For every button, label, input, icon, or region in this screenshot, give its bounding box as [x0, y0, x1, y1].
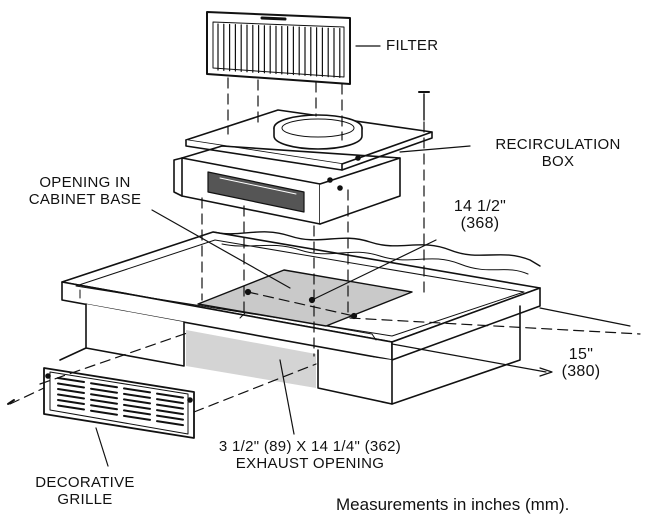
break-line [213, 231, 541, 267]
grille-slot [57, 388, 85, 394]
grille-slot [123, 398, 151, 405]
grille-slot [156, 403, 184, 410]
depth-dimension-label: 15" (380) [561, 346, 601, 380]
recirculation-box-label: RECIRCULATION BOX [495, 136, 621, 170]
grille-slot [156, 398, 184, 405]
grille-slot [90, 398, 118, 405]
grille-slot [57, 404, 85, 411]
grille-slot [156, 414, 184, 421]
exhaust-opening-label: 3 1/2" (89) X 14 1/4" (362) EXHAUST OPEN… [218, 438, 402, 472]
grille-slot [57, 393, 85, 400]
grille-slot [90, 393, 118, 400]
measurements-note: Measurements in inches (mm). [336, 495, 570, 514]
grille-slot [90, 387, 118, 394]
grille-slot [123, 409, 151, 416]
grille-slot [156, 409, 184, 416]
grille-slot [90, 409, 118, 416]
grille-slot [123, 392, 151, 399]
grille-slot [57, 377, 85, 383]
filter-label: FILTER [386, 37, 439, 54]
width-dimension-label: 14 1/2" (368) [453, 198, 507, 232]
grille-slot [57, 382, 85, 389]
cabinet-opening [197, 269, 413, 327]
grille-slot [90, 382, 118, 389]
grille-slot [123, 403, 151, 410]
grille-slot [123, 387, 151, 394]
leader-lines [95, 45, 471, 467]
exhaust-opening [186, 330, 316, 388]
grille-slot [90, 404, 118, 411]
grille-slot [156, 392, 184, 399]
grille-slot [156, 420, 184, 427]
screw [418, 91, 430, 121]
recirculation-box [173, 109, 433, 225]
grille-slot [57, 399, 85, 405]
grille-slot [123, 414, 151, 421]
decorative-grille-label: DECORATIVE GRILLE [35, 474, 135, 508]
opening-cabinet-base-label: OPENING IN CABINET BASE [28, 174, 142, 208]
